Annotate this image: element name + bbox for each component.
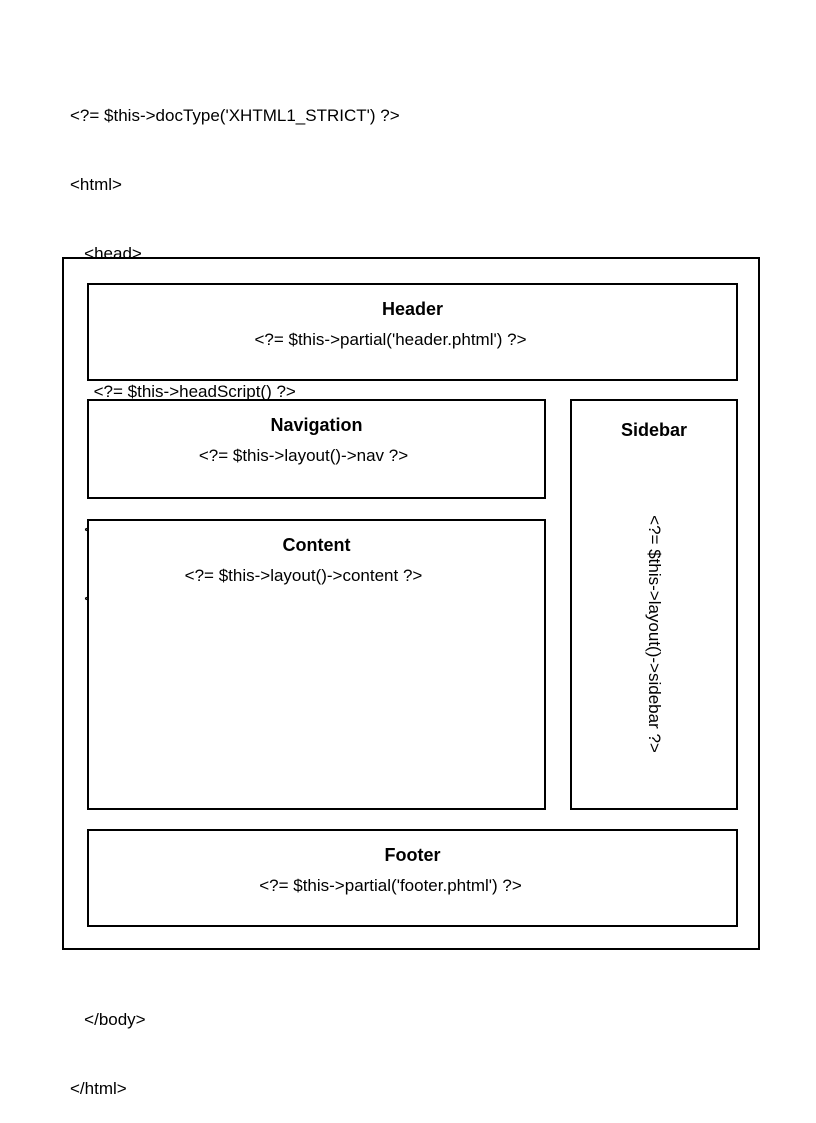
region-footer-code: <?= $this->partial('footer.phtml') ?> [259, 876, 522, 895]
code-line: <html> [70, 175, 122, 194]
region-sidebar: Sidebar <?= $this->layout()->sidebar ?> [570, 399, 738, 810]
layout-diagram: Header <?= $this->partial('header.phtml'… [62, 257, 760, 950]
code-line: </html> [70, 1079, 127, 1098]
region-sidebar-label: Sidebar [620, 420, 688, 440]
code-line: <?= $this->headScript() ?> [70, 382, 296, 401]
region-header: Header <?= $this->partial('header.phtml'… [87, 283, 738, 381]
region-content-label: Content [282, 535, 351, 555]
region-footer-label: Footer [384, 845, 441, 865]
region-footer: Footer <?= $this->partial('footer.phtml'… [87, 829, 738, 927]
region-navigation: Navigation <?= $this->layout()->nav ?> [87, 399, 546, 499]
region-content: Content <?= $this->layout()->content ?> [87, 519, 546, 810]
region-navigation-label: Navigation [270, 415, 363, 435]
region-sidebar-code-wrapper: <?= $this->layout()->sidebar ?> [572, 461, 736, 806]
bottom-code-block: </body> </html> [70, 962, 146, 1123]
region-header-code: <?= $this->partial('header.phtml') ?> [254, 330, 527, 349]
region-navigation-code: <?= $this->layout()->nav ?> [198, 446, 409, 465]
code-line: <?= $this->docType('XHTML1_STRICT') ?> [70, 106, 400, 125]
region-content-code: <?= $this->layout()->content ?> [184, 566, 423, 585]
code-line: </body> [70, 1010, 146, 1029]
region-sidebar-code: <?= $this->layout()->sidebar ?> [645, 514, 665, 753]
region-header-label: Header [381, 299, 444, 319]
